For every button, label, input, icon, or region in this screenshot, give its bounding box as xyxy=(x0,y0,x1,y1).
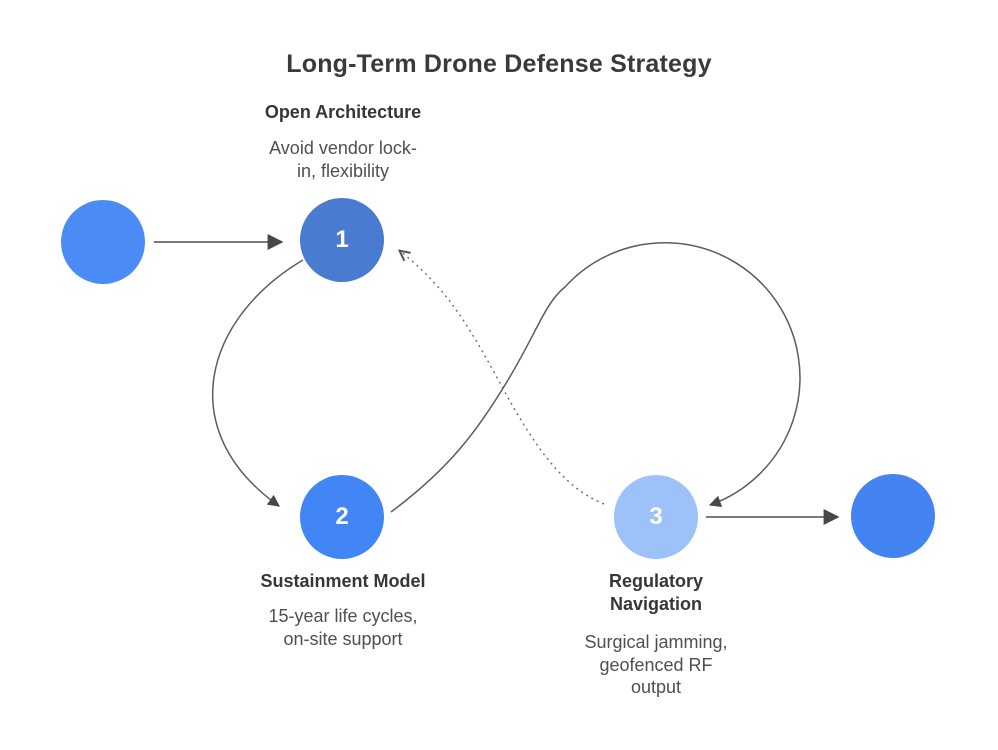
step1-to-step2-arc xyxy=(212,259,304,507)
step3-to-step1-dotted-arc xyxy=(400,251,605,505)
step3-subtitle: Surgical jamming, geofenced RF output xyxy=(584,632,728,697)
step1-heading: Open Architecture xyxy=(264,102,422,122)
step1-subtitle: Avoid vendor lock- in, flexibility xyxy=(269,138,417,181)
step2-heading: Sustainment Model xyxy=(260,571,426,591)
step2-number: 2 xyxy=(335,503,349,530)
step3-heading: Regulatory Navigation xyxy=(608,571,704,614)
step2-circle: 2 xyxy=(300,475,384,559)
end-circle xyxy=(851,474,935,558)
step2-subtitle: 15-year life cycles, on-site support xyxy=(268,606,418,649)
step1-circle: 1 xyxy=(300,198,384,282)
step3-number: 3 xyxy=(649,503,663,530)
step2-to-step3-loop-arc xyxy=(390,242,801,513)
diagram-title: Long-Term Drone Defense Strategy xyxy=(286,50,712,78)
step1-number: 1 xyxy=(335,226,349,253)
step3-circle: 3 xyxy=(614,475,698,559)
start-circle xyxy=(61,200,145,284)
